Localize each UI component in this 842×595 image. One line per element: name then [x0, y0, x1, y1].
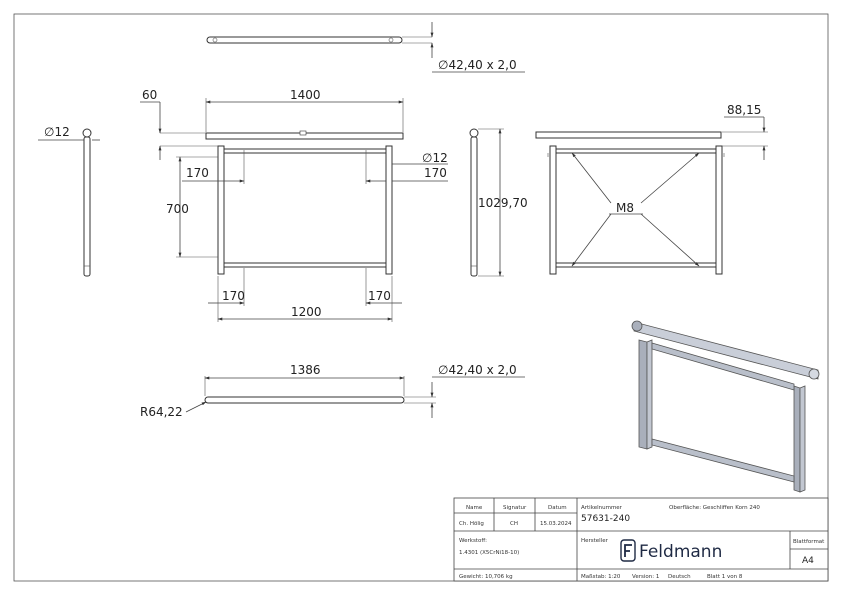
- dim-top-tube-diameter: ∅42,40 x 2,0: [438, 58, 517, 72]
- feldmann-f-logo-icon: [620, 539, 636, 562]
- tb-oberflaeche: Oberfläche: Geschliffen Korn 240: [669, 505, 760, 511]
- tb-artikelnummer-value: 57631-240: [581, 514, 630, 524]
- dim-1200: 1200: [291, 305, 322, 319]
- dim-700: 700: [166, 202, 189, 216]
- tb-signatur-value: CH: [510, 521, 518, 527]
- bottom-tube-view: 1386 ∅42,40 x 2,0 R64,22: [140, 363, 525, 419]
- right-front-view: M8 88,15: [535, 103, 768, 275]
- tb-werkstoff-value: 1.4301 (X5CrNi18-10): [459, 550, 519, 556]
- dim-left-pin-diameter: ∅12: [44, 125, 70, 139]
- dim-m8-thread: M8: [616, 201, 634, 215]
- tb-datum-label: Datum: [548, 505, 567, 511]
- dim-170-lower-left: 170: [222, 289, 245, 303]
- middle-post-view: 1029,70: [469, 128, 528, 277]
- dim-60: 60: [142, 88, 157, 102]
- tb-brand-name: Feldmann: [639, 542, 722, 562]
- dim-1400: 1400: [290, 88, 321, 102]
- dim-radius: R64,22: [140, 405, 183, 419]
- dim-1029-70: 1029,70: [478, 196, 528, 210]
- tb-hersteller-label: Hersteller: [581, 538, 609, 544]
- dim-170-upper-right: 170: [424, 166, 447, 180]
- tb-blatt: Blatt 1 von 8: [707, 574, 743, 580]
- tb-name-label: Name: [466, 505, 483, 511]
- tb-werkstoff-label: Werkstoff:: [459, 538, 487, 544]
- dim-post-pin-diameter: ∅12: [422, 151, 448, 165]
- dim-170-lower-right: 170: [368, 289, 391, 303]
- dim-88-15: 88,15: [727, 103, 761, 117]
- tb-blattformat-value: A4: [802, 556, 814, 566]
- tb-artikelnummer-label: Artikelnummer: [581, 505, 623, 511]
- tb-massstab: Maßstab: 1:20: [581, 574, 621, 580]
- dim-1386: 1386: [290, 363, 321, 377]
- top-tube-view: ∅42,40 x 2,0: [206, 22, 525, 73]
- sheet-border: [13, 13, 829, 582]
- dim-bottom-tube-diameter: ∅42,40 x 2,0: [438, 363, 517, 377]
- isometric-view: [631, 320, 820, 493]
- tb-gewicht: Gewicht: 10,706 kg: [459, 574, 513, 580]
- front-view: 60 1400 170 170 ∅12 700 170 170: [140, 88, 448, 322]
- tb-name-value: Ch. Hölig: [459, 521, 484, 527]
- title-block: Name Signatur Datum Ch. Hölig CH 15.03.2…: [453, 497, 829, 582]
- tb-datum-value: 15.03.2024: [540, 521, 572, 527]
- dim-170-upper-left: 170: [186, 166, 209, 180]
- tb-signatur-label: Signatur: [503, 505, 527, 511]
- tb-blattformat-label: Blattformat: [793, 539, 825, 545]
- tb-version: Version: 1: [632, 574, 659, 580]
- tb-sprache: Deutsch: [668, 574, 691, 580]
- left-post-view: ∅12: [38, 125, 100, 277]
